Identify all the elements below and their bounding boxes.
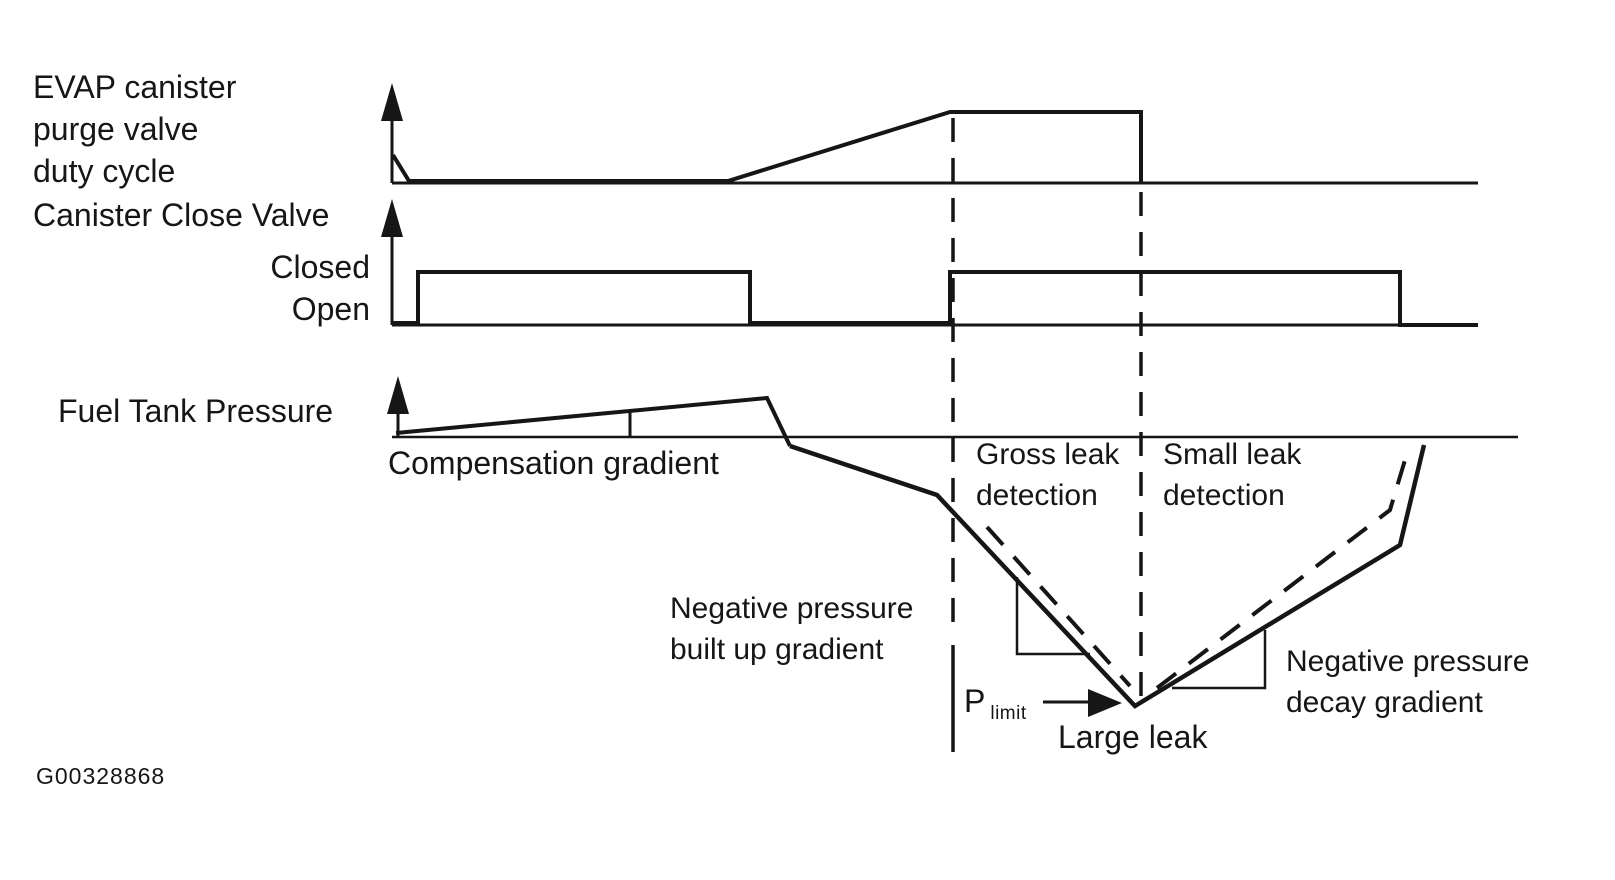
purge-axis-arrowhead-icon [381,83,403,121]
ftp-pressure-curve [789,443,1427,709]
p-limit-symbol: P [964,683,986,719]
purge-label-line2: purge valve [33,111,199,147]
neg-buildup-line2: built up gradient [670,633,884,666]
large-leak-annotation: Large leak [1058,719,1208,755]
small-leak-line2: detection [1163,479,1285,512]
gross-leak-line1: Gross leak [976,438,1120,471]
small-leak-line1: Small leak [1163,438,1302,471]
purge-valve-axis-label: EVAP canister purge valve duty cycle [33,66,236,192]
canister-close-valve-axis-label: Canister Close Valve [33,197,330,233]
negative-pressure-buildup-annotation: Negative pressure built up gradient [670,588,913,670]
neg-buildup-line1: Negative pressure [670,592,914,625]
ftp-compensation-rise [395,395,792,447]
small-leak-detection-annotation: Small leak detection [1163,434,1301,516]
ccv-axis-arrowhead-icon [381,199,403,237]
neg-decay-line2: decay gradient [1286,686,1483,719]
ccv-waveform [392,270,1478,327]
gross-leak-line2: detection [976,479,1098,512]
negative-pressure-decay-annotation: Negative pressure decay gradient [1286,641,1529,723]
p-limit-arrowhead-icon [1088,689,1122,717]
ftp-dashed-left-branch [985,525,1132,688]
ftp-dashed-right-branch [1155,449,1410,690]
buildup-gradient-triangle [1015,577,1090,656]
purge-label-line3: duty cycle [33,153,176,189]
decay-gradient-triangle [1172,630,1267,690]
ftp-axis-arrowhead-icon [387,376,409,414]
fuel-tank-pressure-axis-label: Fuel Tank Pressure [58,393,334,429]
p-limit-subscript: limit [990,703,1027,724]
purge-label-line1: EVAP canister [33,69,237,105]
compensation-gradient-annotation: Compensation gradient [388,445,719,481]
ccv-level-label-open: Open [291,291,370,327]
neg-decay-line1: Negative pressure [1286,645,1530,678]
gross-leak-detection-annotation: Gross leak detection [976,434,1119,516]
ccv-level-label-closed: Closed [270,249,370,285]
purge-duty-waveform [391,110,1143,183]
figure-id: G00328868 [36,763,166,789]
